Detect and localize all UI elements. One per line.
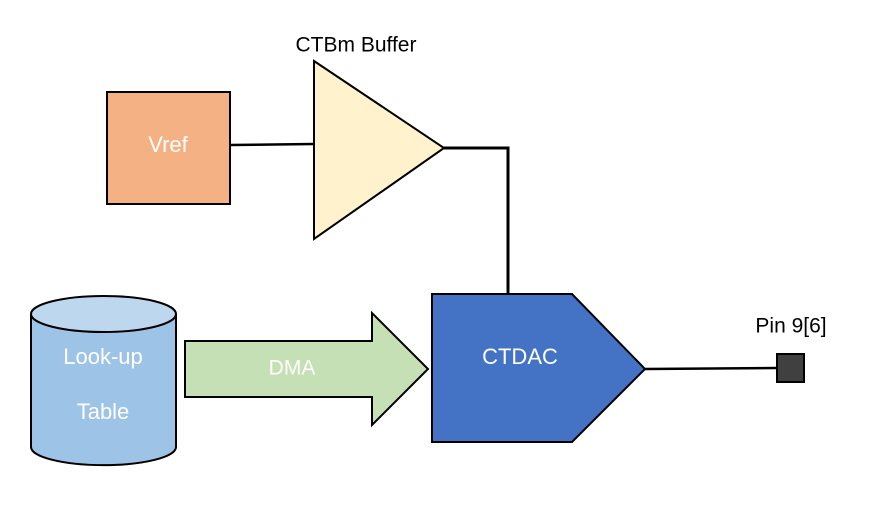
vref-label: Vref — [148, 132, 188, 157]
buffer-to-dac-wire — [444, 146, 510, 294]
pin-square — [776, 353, 805, 383]
dma-label: DMA — [269, 357, 316, 380]
ctdac-label: CTDAC — [482, 344, 558, 369]
vref-to-buffer-wire — [229, 142, 315, 147]
dac-to-pin-wire — [644, 366, 778, 371]
ctdac-block — [431, 293, 647, 443]
pin-label: Pin 9[6] — [755, 315, 826, 338]
lookup-table-cylinder — [30, 295, 177, 467]
lookup-label-line1: Look-up — [63, 344, 143, 369]
buffer-label: CTBm Buffer — [296, 34, 417, 57]
lookup-label-line2: Table — [77, 399, 130, 424]
buffer-triangle — [313, 59, 446, 241]
dma-arrow — [184, 310, 430, 428]
vref-block — [106, 91, 231, 205]
